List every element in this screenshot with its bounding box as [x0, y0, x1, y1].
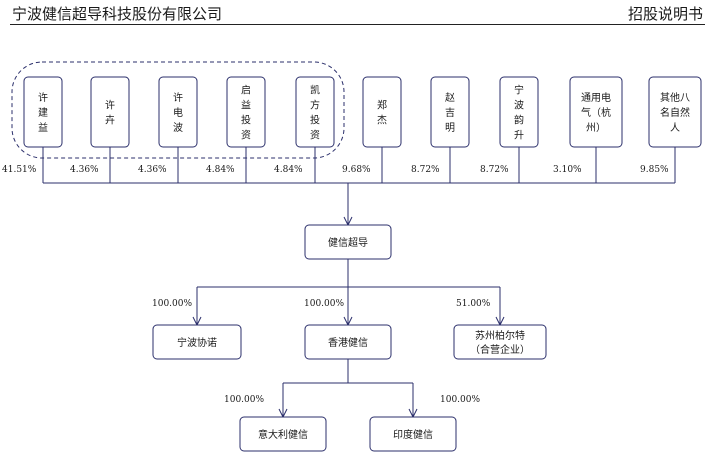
subsidiary-node-1-label-0: 香港健信 — [328, 337, 368, 349]
shareholder-node-8-label-0: 通用电 — [581, 91, 611, 104]
shareholder-node-9-label-1: 名自然 — [660, 106, 690, 119]
shareholder-node-3-label-0: 启 — [241, 84, 251, 97]
shareholder-node-7-label-3: 升 — [514, 130, 524, 142]
shareholder-node-0-label-1: 建 — [38, 106, 48, 119]
shareholder-pct-0: 41.51% — [2, 165, 37, 175]
shareholder-pct-7: 8.72% — [480, 165, 509, 175]
shareholder-node-9-label-2: 人 — [670, 122, 680, 134]
subsidiary-node-0: 宁波协诺 — [152, 324, 242, 360]
page-header: 宁波健信超导科技股份有限公司 招股说明书 — [0, 0, 715, 26]
shareholder-node-6-label-1: 吉 — [445, 107, 455, 119]
shareholder-pct-9: 9.85% — [640, 165, 669, 175]
shareholder-node-0-label-2: 益 — [38, 121, 48, 134]
company-node: 健信超导 — [304, 224, 392, 260]
company-node-label-0: 健信超导 — [328, 236, 368, 249]
shareholder-node-5-label-1: 杰 — [377, 115, 387, 127]
shareholder-node-9-label-0: 其他八 — [660, 91, 690, 104]
shareholder-node-2-label-2: 波 — [173, 121, 183, 134]
shareholder-pct-2: 4.36% — [138, 165, 167, 175]
shareholder-node-8-label-1: 气（杭 — [581, 106, 611, 119]
shareholder-node-1-box — [90, 76, 130, 148]
subsidiary-node-2: 苏州柏尔特（合营企业） — [453, 324, 547, 360]
shareholder-node-1-label-1: 卉 — [105, 114, 115, 127]
sub-subsidiary-pct-1: 100.00% — [440, 395, 480, 405]
shareholder-node-3-label-2: 投 — [241, 114, 251, 127]
shareholder-pct-4: 4.84% — [274, 165, 303, 175]
sub-subsidiary-pct-0: 100.00% — [224, 395, 264, 405]
sub-subsidiary-node-1: 印度健信 — [369, 416, 457, 452]
shareholder-node-7-label-2: 韵 — [514, 114, 524, 127]
shareholder-pct-6: 8.72% — [411, 165, 440, 175]
shareholder-node-0: 许建益 — [23, 76, 63, 148]
shareholder-node-8-label-2: 州） — [586, 122, 606, 134]
subsidiary-node-0-label-0: 宁波协诺 — [177, 336, 217, 349]
shareholder-node-6-label-2: 明 — [445, 122, 455, 134]
shareholder-node-5-label-0: 郑 — [377, 99, 387, 112]
subsidiary-node-1: 香港健信 — [304, 324, 392, 360]
shareholder-node-1: 许卉 — [90, 76, 130, 148]
subsidiary-node-2-box — [453, 324, 547, 360]
shareholder-node-6-label-0: 赵 — [445, 91, 455, 104]
shareholder-node-7-label-0: 宁 — [514, 84, 524, 97]
sub-subsidiary-node-0-box — [239, 416, 327, 452]
subsidiary-pct-0: 100.00% — [152, 299, 192, 309]
concert-group-outline — [11, 61, 345, 159]
subsidiary-pct-1: 100.00% — [304, 299, 344, 309]
sub-subsidiary-node-0: 意大利健信 — [239, 416, 327, 452]
shareholder-pct-8: 3.10% — [553, 165, 582, 175]
subsidiary-node-0-box — [152, 324, 242, 360]
shareholder-node-2-label-1: 电 — [173, 106, 183, 119]
shareholder-node-4-label-0: 凯 — [310, 84, 320, 97]
shareholder-node-3-label-1: 益 — [241, 99, 251, 112]
shareholder-node-5-box — [362, 76, 402, 148]
shareholder-node-1-label-0: 许 — [105, 100, 115, 112]
shareholder-node-4-label-2: 投 — [310, 114, 320, 127]
shareholder-node-5: 郑杰 — [362, 76, 402, 148]
shareholder-node-6: 赵吉明 — [430, 76, 470, 148]
sub-subsidiary-node-1-box — [369, 416, 457, 452]
shareholder-node-4-label-1: 方 — [310, 99, 320, 112]
shareholder-node-2-label-0: 许 — [173, 92, 183, 104]
shareholder-pct-3: 4.84% — [206, 165, 235, 175]
shareholder-node-2: 许电波 — [158, 76, 198, 148]
shareholder-pct-1: 4.36% — [70, 165, 99, 175]
sub-subsidiary-node-1-label-0: 印度健信 — [393, 428, 433, 441]
shareholder-node-4-label-3: 资 — [310, 130, 320, 142]
header-company-name: 宁波健信超导科技股份有限公司 — [12, 5, 223, 23]
subsidiary-pct-2: 51.00% — [456, 299, 491, 309]
header-rule — [10, 24, 705, 25]
subsidiary-node-2-label-0: 苏州柏尔特 — [475, 329, 525, 342]
shareholder-node-3-label-3: 资 — [241, 130, 251, 142]
shareholder-node-7-label-1: 波 — [514, 99, 524, 112]
shareholder-node-0-label-0: 许 — [38, 92, 48, 104]
sub-subsidiary-node-0-label-0: 意大利健信 — [258, 428, 308, 441]
subsidiary-node-2-label-1: （合营企业） — [470, 343, 530, 356]
shareholder-pct-5: 9.68% — [342, 165, 371, 175]
header-document-title: 招股说明书 — [627, 5, 703, 23]
